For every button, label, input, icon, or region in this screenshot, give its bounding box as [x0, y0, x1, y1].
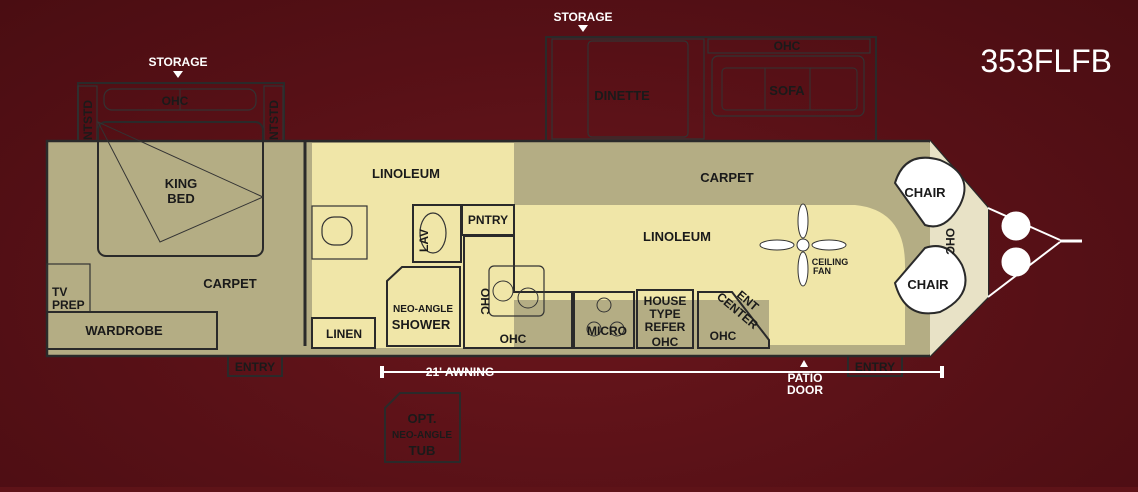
linen-closet — [311, 317, 376, 349]
king-bed-label-2: BED — [167, 191, 194, 206]
opt-label-1: OPT. — [408, 411, 437, 426]
dinette-table — [587, 40, 689, 138]
lav-label: LAV — [417, 229, 431, 252]
dinette-label: DINETTE — [594, 88, 650, 103]
refrigerator — [636, 289, 694, 349]
kitchen-linoleum — [514, 205, 905, 345]
bedroom-slide — [77, 82, 285, 142]
micro-label: MICRO — [587, 324, 627, 338]
ohc-kitchen-label: OHC — [500, 332, 527, 346]
wardrobe — [46, 311, 218, 350]
chair-bottom-label: CHAIR — [907, 277, 949, 292]
refer-label-4: OHC — [652, 335, 679, 349]
opt-tub — [384, 392, 461, 463]
ohc-kitchen-vertical-label: OHC — [478, 288, 492, 315]
ohc-bedroom-label: OHC — [162, 94, 189, 108]
shower-label: SHOWER — [392, 317, 451, 332]
refer-label-1: HOUSE — [644, 294, 687, 308]
king-bed-label-1: KING — [165, 176, 198, 191]
opt-label-2: NEO-ANGLE — [392, 430, 452, 441]
awning-label: 21' AWNING — [426, 365, 494, 379]
toilet — [321, 216, 353, 246]
chair-bottom — [893, 245, 967, 315]
storage-left-arrow-icon — [173, 71, 183, 78]
ohc-sofa-label: OHC — [774, 39, 801, 53]
kitchen-counter — [463, 235, 573, 349]
linen-label: LINEN — [326, 327, 362, 341]
tv-prep-label-2: PREP — [52, 298, 85, 312]
ceiling-fan-label-2: FAN — [813, 266, 831, 276]
patio-arrow-icon — [800, 360, 808, 367]
linoleum-bath-label: LINOLEUM — [372, 166, 440, 181]
pntry-label: PNTRY — [468, 213, 508, 227]
opt-label-3: TUB — [409, 443, 436, 458]
entry-left — [227, 355, 283, 377]
entry-right-label: ENTRY — [855, 360, 895, 374]
toilet-area — [311, 205, 368, 260]
linoleum-main-label: LINOLEUM — [643, 229, 711, 244]
dinette-area — [551, 38, 705, 140]
nstd-left-label: NTSTD — [81, 100, 95, 140]
ceiling-fan-label-1: CEILING — [812, 257, 849, 267]
tv-prep-label-1: TV — [52, 285, 67, 299]
entry-right — [847, 355, 903, 377]
storage-left-label: STORAGE — [148, 55, 207, 69]
carpet-bedroom-label: CARPET — [203, 276, 257, 291]
storage-top-label: STORAGE — [553, 10, 612, 24]
model-name: 353FLFB — [980, 43, 1112, 79]
kitchen-sink — [488, 265, 545, 317]
ohc-ent-label: OHC — [710, 329, 737, 343]
wardrobe-label: WARDROBE — [85, 323, 163, 338]
refer-label-3: REFER — [645, 320, 686, 334]
sofa-label: SOFA — [769, 83, 805, 98]
carpet-living-label: CARPET — [700, 170, 754, 185]
ent-center-cabinet — [697, 291, 770, 349]
range-micro — [573, 291, 635, 349]
chair-top — [893, 156, 966, 228]
ohc-front-label: OHC — [943, 228, 957, 255]
neo-angle-label: NEO-ANGLE — [393, 304, 453, 315]
sofa — [711, 55, 865, 117]
patio-label-1: PATIO — [788, 371, 823, 385]
entry-left-label: ENTRY — [235, 360, 275, 374]
shower — [386, 266, 461, 347]
storage-top-arrow-icon — [578, 25, 588, 32]
chair-top-label: CHAIR — [904, 185, 946, 200]
patio-label-2: DOOR — [787, 383, 823, 397]
king-bed — [97, 121, 264, 257]
hitch-icon — [987, 207, 1082, 298]
nstd-right-label: NTSTD — [267, 100, 281, 140]
sofa-ohc — [707, 38, 871, 54]
refer-label-2: TYPE — [649, 307, 680, 321]
ceiling-fan-icon — [759, 203, 847, 287]
